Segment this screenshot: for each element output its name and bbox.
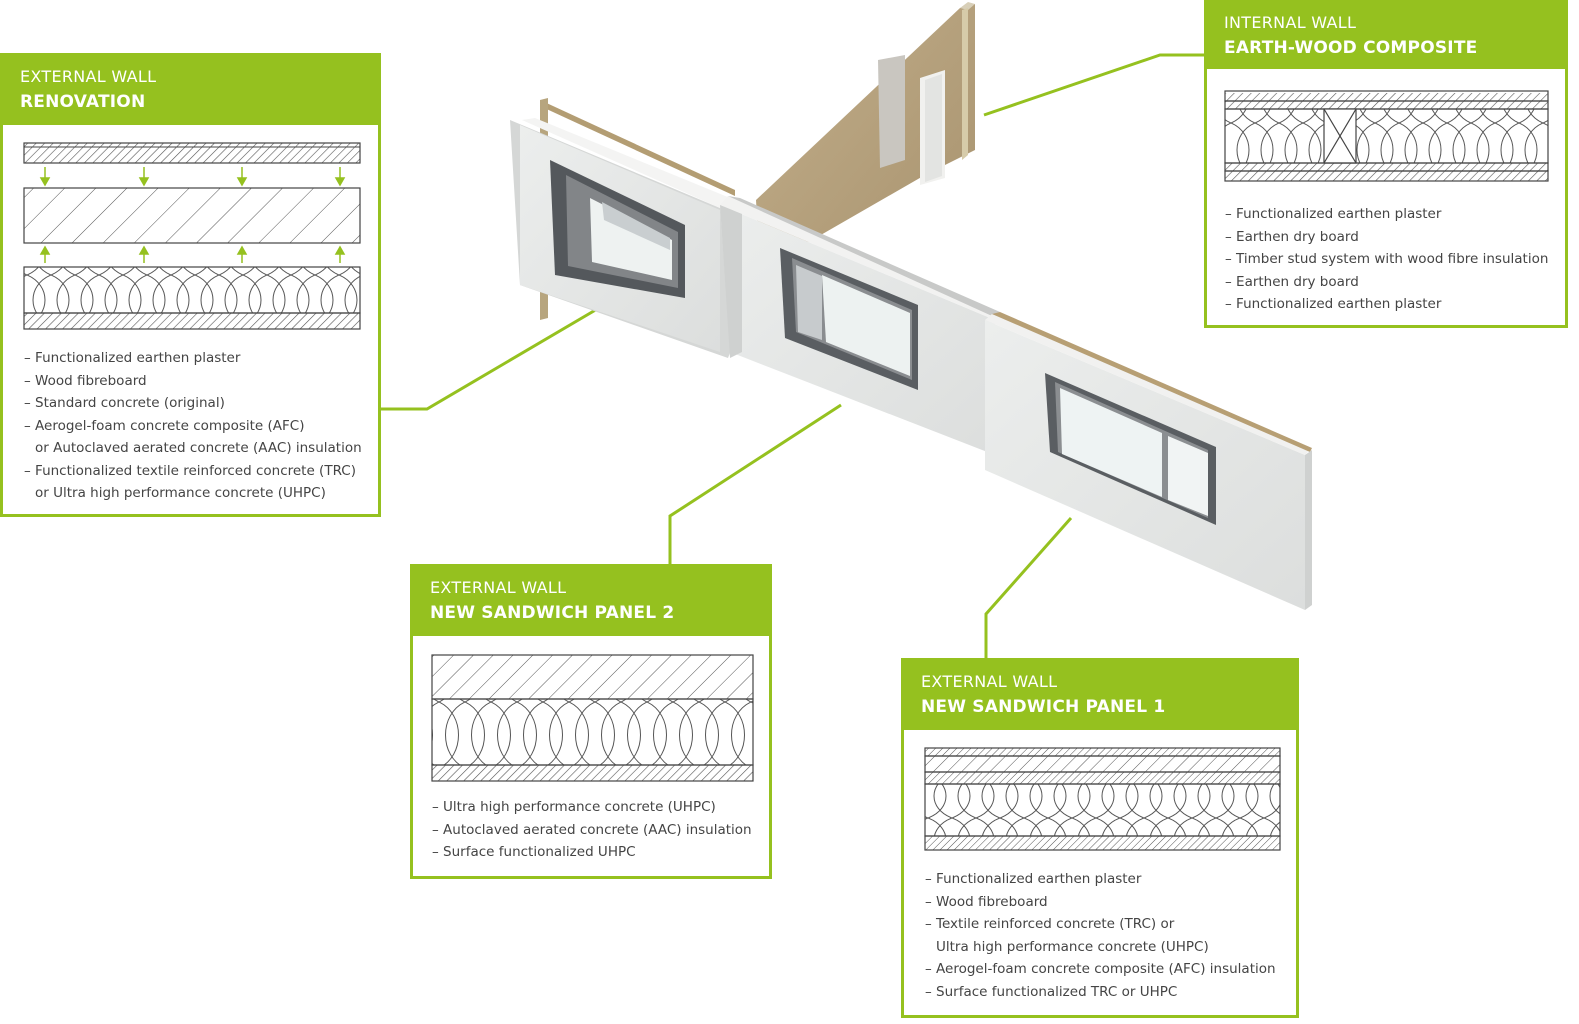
list-item: – Functionalized earthen plaster <box>925 871 1142 887</box>
list-item: – Standard concrete (original) <box>24 395 225 411</box>
panel-kicker: EXTERNAL WALL <box>430 578 567 597</box>
panel-header: INTERNAL WALL EARTH-WOOD COMPOSITE <box>1207 3 1565 69</box>
list-item: – Earthen dry board <box>1225 228 1359 245</box>
section-drawing-renovation <box>23 142 361 330</box>
list-item: – Aerogel-foam concrete composite (AFC) … <box>24 417 362 457</box>
callout-line-internal <box>983 53 1206 117</box>
panel-title: RENOVATION <box>20 92 146 112</box>
panel-renovation: EXTERNAL WALL RENOVATION <box>0 53 381 517</box>
panel-header: EXTERNAL WALL NEW SANDWICH PANEL 1 <box>904 661 1296 730</box>
section-drawing-sandwich-2 <box>431 654 754 782</box>
layer-list-internal: – Functionalized earthen plaster – Earth… <box>1225 203 1565 316</box>
callout-lines <box>379 53 1206 660</box>
list-item: – Functionalized textile reinforced conc… <box>24 462 356 502</box>
list-item: – Functionalized earthen plaster <box>1225 206 1442 222</box>
sandwich-panel-2-wall-3d <box>720 196 1000 455</box>
list-item: – Timber stud system with wood fibre ins… <box>1225 251 1549 267</box>
list-item: – Wood fibreboard <box>925 893 1048 910</box>
panel-title: NEW SANDWICH PANEL 2 <box>430 603 675 623</box>
renovation-wall-3d <box>510 118 735 358</box>
list-item: – Surface functionalized UHPC <box>432 844 636 860</box>
layer-list-renovation: – Functionalized earthen plaster – Wood … <box>24 347 378 505</box>
panel-kicker: INTERNAL WALL <box>1224 13 1357 32</box>
sandwich-panel-1-wall-3d <box>985 312 1312 610</box>
list-item: – Functionalized earthen plaster <box>1225 296 1442 312</box>
panel-header: EXTERNAL WALL RENOVATION <box>3 56 378 125</box>
panel-sandwich-1: EXTERNAL WALL NEW SANDWICH PANEL 1 – Fun… <box>901 658 1299 1018</box>
list-item: – Functionalized earthen plaster <box>24 350 241 366</box>
list-item: – Autoclaved aerated concrete (AAC) insu… <box>432 821 752 838</box>
list-item: – Wood fibreboard <box>24 372 147 389</box>
callout-line-sandwich1 <box>984 517 1073 660</box>
list-item: – Ultra high performance concrete (UHPC) <box>432 799 716 815</box>
callout-line-renovation <box>379 303 605 411</box>
list-item: – Earthen dry board <box>1225 273 1359 290</box>
internal-wall-3d <box>756 2 975 270</box>
panel-kicker: EXTERNAL WALL <box>20 67 157 86</box>
panel-kicker: EXTERNAL WALL <box>921 672 1058 691</box>
layer-list-sandwich-1: – Functionalized earthen plaster – Wood … <box>925 868 1296 1003</box>
panel-internal-wall: INTERNAL WALL EARTH-WOOD COMPOSITE – Fun… <box>1204 0 1568 328</box>
section-drawing-internal <box>1224 90 1549 182</box>
panel-header: EXTERNAL WALL NEW SANDWICH PANEL 2 <box>413 567 769 636</box>
panel-sandwich-2: EXTERNAL WALL NEW SANDWICH PANEL 2 – Ult… <box>410 564 772 879</box>
callout-line-sandwich2 <box>668 403 842 566</box>
list-item: – Aerogel-foam concrete composite (AFC) … <box>925 961 1276 977</box>
list-item: – Textile reinforced concrete (TRC) or U… <box>925 916 1209 955</box>
assembly-arrows <box>39 167 346 187</box>
layer-list-sandwich-2: – Ultra high performance concrete (UHPC)… <box>432 796 769 864</box>
panel-title: EARTH-WOOD COMPOSITE <box>1224 38 1478 58</box>
section-drawing-sandwich-1 <box>924 747 1281 851</box>
panel-title: NEW SANDWICH PANEL 1 <box>921 697 1166 717</box>
list-item: – Surface functionalized TRC or UHPC <box>925 983 1178 1000</box>
